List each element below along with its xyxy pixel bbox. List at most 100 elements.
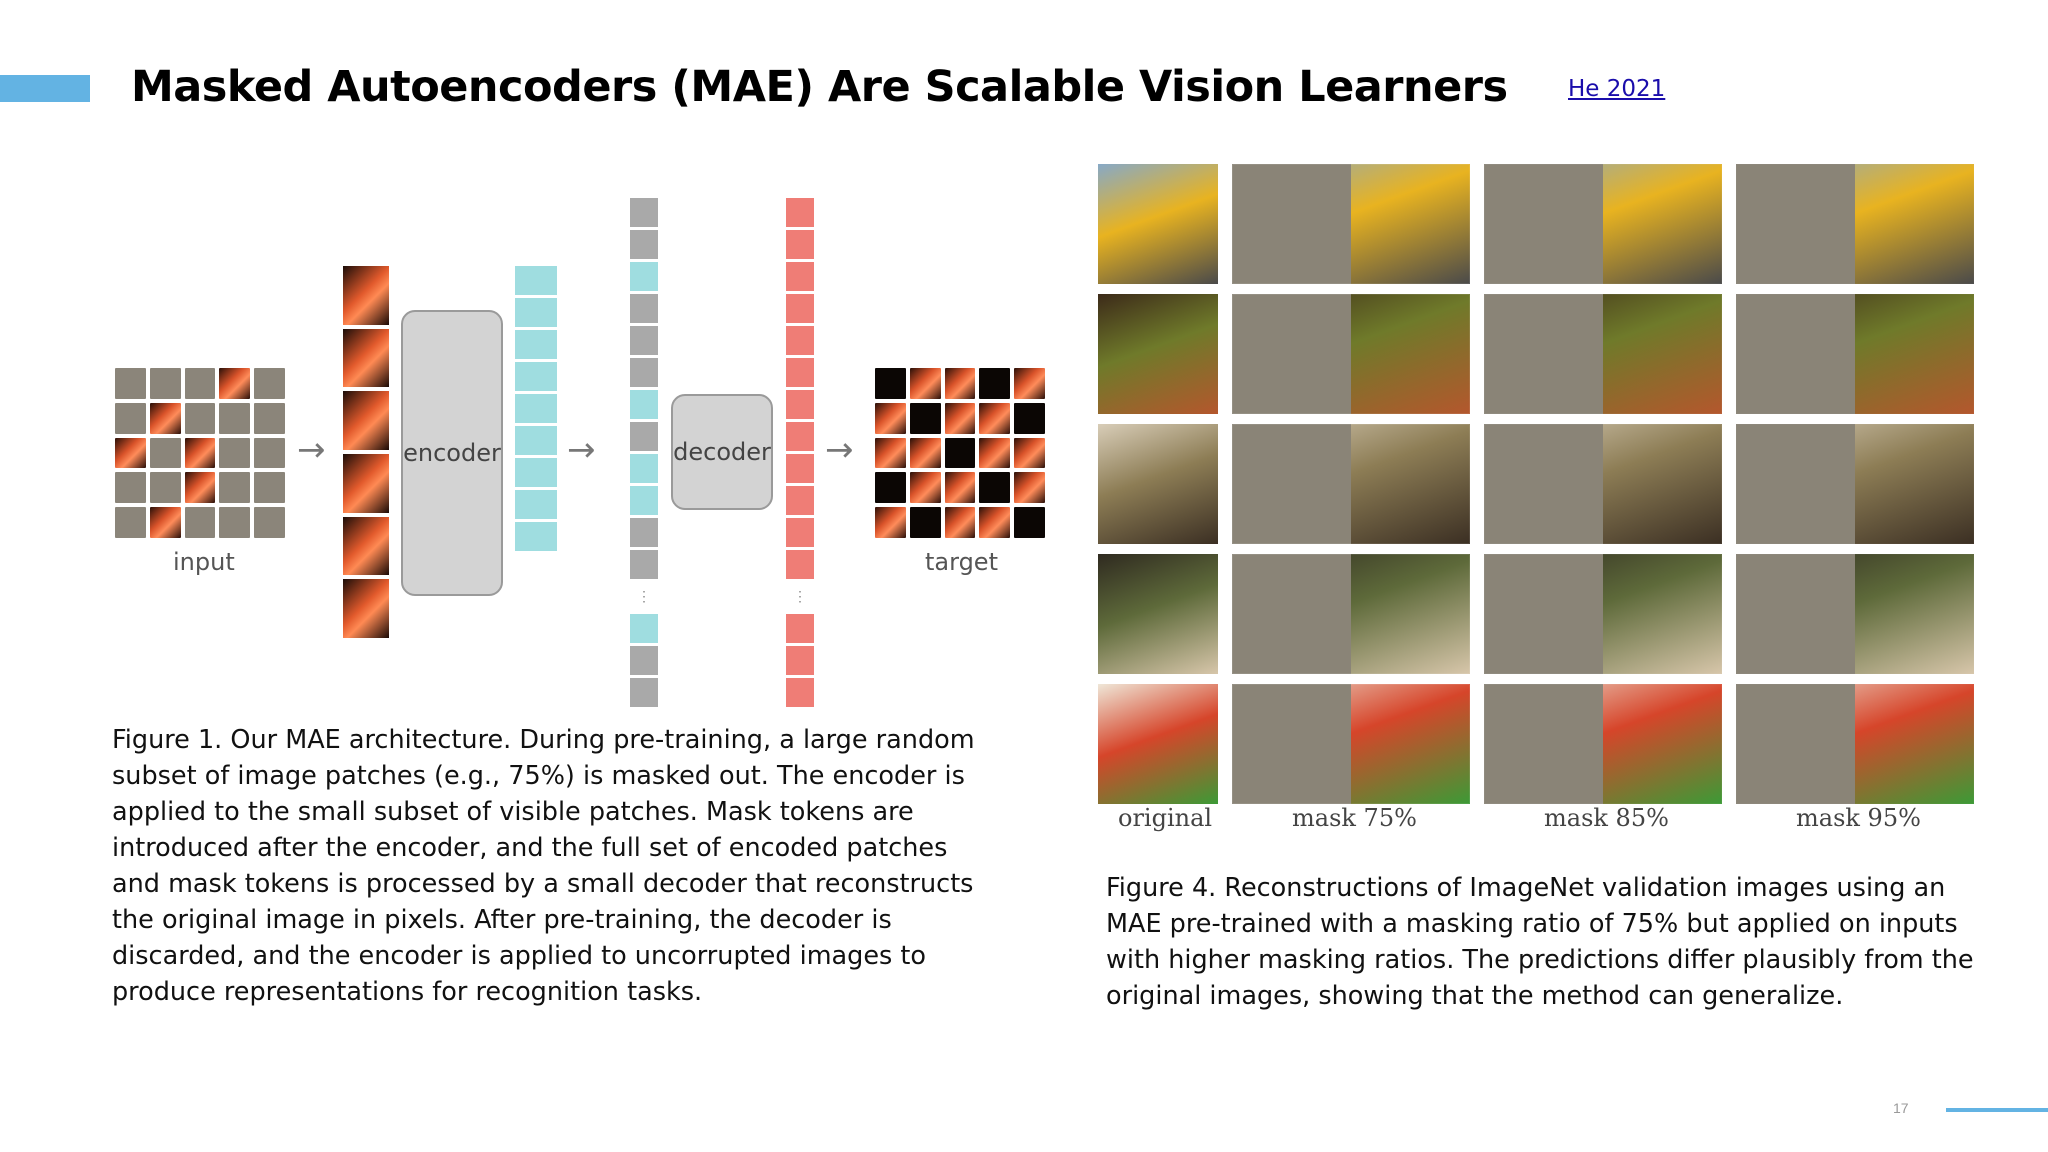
- encoder-label: encoder: [403, 439, 501, 467]
- sequence-token: [630, 358, 658, 387]
- masked-and-reconstructed-image: [1736, 164, 1974, 284]
- input-patch: [115, 472, 146, 504]
- input-patch: [149, 472, 181, 504]
- masked-and-reconstructed-image: [1232, 294, 1470, 414]
- encoded-token: [515, 266, 557, 295]
- encoded-tokens-column: [515, 266, 557, 551]
- sequence-token: [630, 390, 658, 419]
- encoded-token: [515, 394, 557, 423]
- masked-and-reconstructed-image: [1736, 294, 1974, 414]
- original-image: [1098, 424, 1218, 544]
- input-patch: [254, 368, 285, 399]
- encoded-token: [515, 298, 557, 327]
- target-patch: [909, 507, 941, 538]
- reconstruction-row: [1098, 424, 1974, 544]
- encoded-token: [515, 426, 557, 455]
- mae-architecture-figure: input → encoder → ⋮ decoder ⋮ → target: [105, 180, 1065, 720]
- input-patch: [149, 437, 181, 469]
- visible-patches-column: [343, 266, 389, 639]
- target-patch: [875, 437, 906, 469]
- input-patch: [184, 437, 216, 469]
- target-patch: [1014, 472, 1045, 504]
- sequence-token: [630, 486, 658, 515]
- target-patch: [979, 402, 1011, 434]
- masked-and-reconstructed-image: [1484, 424, 1722, 544]
- target-patch: [875, 402, 906, 434]
- input-patch: [219, 472, 251, 504]
- reconstructions-figure: original mask 75% mask 85% mask 95%: [1098, 164, 1974, 832]
- decoded-token: [786, 326, 814, 355]
- target-patch: [1014, 437, 1045, 469]
- decoded-token: [786, 358, 814, 387]
- sequence-token: [630, 262, 658, 291]
- input-patch: [219, 437, 251, 469]
- masked-and-reconstructed-image: [1736, 554, 1974, 674]
- target-image-grid: [875, 368, 1045, 538]
- input-patch: [254, 507, 285, 538]
- arrow-icon: →: [297, 430, 326, 470]
- target-patch: [944, 437, 976, 469]
- sequence-token: [630, 518, 658, 547]
- decoded-token: [786, 646, 814, 675]
- input-patch: [149, 368, 181, 399]
- sequence-token: [630, 454, 658, 483]
- decoded-token: [786, 422, 814, 451]
- target-patch: [979, 368, 1011, 399]
- decoded-token: [786, 294, 814, 323]
- target-label: target: [925, 548, 998, 576]
- sequence-token: [630, 614, 658, 643]
- input-image-grid: [115, 368, 285, 538]
- target-patch: [1014, 368, 1045, 399]
- input-patch: [184, 472, 216, 504]
- encoded-token: [515, 362, 557, 391]
- reconstruction-row: [1098, 164, 1974, 284]
- target-patch: [909, 368, 941, 399]
- masked-and-reconstructed-image: [1736, 424, 1974, 544]
- decoder-block: decoder: [671, 394, 773, 510]
- sequence-token: ⋮: [637, 588, 651, 604]
- decoded-token: ⋮: [793, 588, 807, 604]
- column-label: mask 75%: [1292, 804, 1417, 832]
- column-label: mask 95%: [1796, 804, 1921, 832]
- input-patch: [115, 402, 146, 434]
- column-label: mask 85%: [1544, 804, 1669, 832]
- encoded-token: [515, 522, 557, 551]
- decoded-token: [786, 262, 814, 291]
- input-label: input: [173, 548, 235, 576]
- sequence-token: [630, 646, 658, 675]
- masked-and-reconstructed-image: [1484, 554, 1722, 674]
- original-image: [1098, 164, 1218, 284]
- encoded-token: [515, 458, 557, 487]
- masked-and-reconstructed-image: [1232, 424, 1470, 544]
- encoder-block: encoder: [401, 310, 503, 596]
- arrow-icon: →: [567, 430, 596, 470]
- input-patch: [219, 507, 251, 538]
- footer-accent-line: [1946, 1108, 2048, 1112]
- target-patch: [909, 472, 941, 504]
- target-patch: [944, 402, 976, 434]
- decoded-token: [786, 550, 814, 579]
- input-patch: [149, 507, 181, 538]
- column-label: original: [1118, 804, 1213, 832]
- input-patch: [184, 402, 216, 434]
- original-image: [1098, 684, 1218, 804]
- target-patch: [875, 507, 906, 538]
- slide-title: Masked Autoencoders (MAE) Are Scalable V…: [131, 62, 1508, 112]
- target-patch: [909, 437, 941, 469]
- target-patch: [944, 368, 976, 399]
- figure1-caption: Figure 1. Our MAE architecture. During p…: [112, 725, 975, 1007]
- decoded-token: [786, 454, 814, 483]
- target-patch: [944, 507, 976, 538]
- masked-and-reconstructed-image: [1484, 294, 1722, 414]
- decoded-token: [786, 614, 814, 643]
- sequence-token: [630, 550, 658, 579]
- visible-patch: [343, 516, 389, 576]
- target-patch: [909, 402, 941, 434]
- visible-patch: [343, 328, 389, 388]
- reference-link[interactable]: He 2021: [1568, 76, 1666, 102]
- decoded-token: [786, 230, 814, 259]
- target-patch: [979, 437, 1011, 469]
- masked-and-reconstructed-image: [1736, 684, 1974, 804]
- target-patch: [979, 507, 1011, 538]
- input-patch: [254, 472, 285, 504]
